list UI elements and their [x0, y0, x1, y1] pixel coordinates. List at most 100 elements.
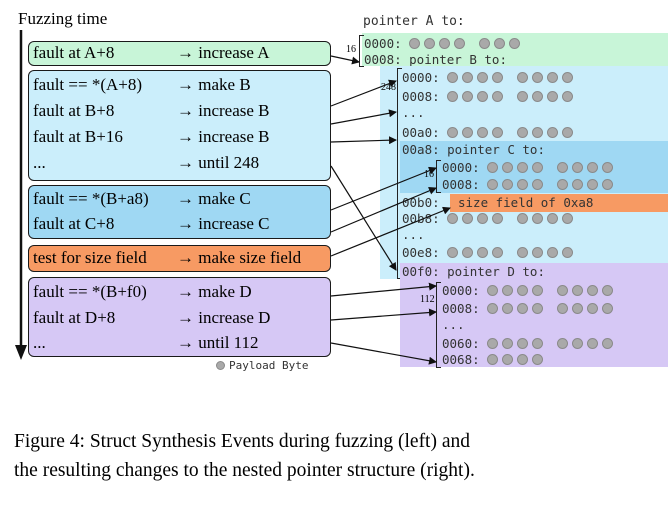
payload-byte-icon: [517, 179, 529, 190]
payload-byte-icon: [462, 72, 474, 83]
b-row-00b8: 00b8:: [402, 211, 587, 226]
arrow-increase-a: [330, 55, 360, 65]
payload-byte-icon: [532, 91, 544, 102]
payload-byte-icon: [502, 303, 514, 314]
payload-byte-icon: [517, 162, 529, 173]
payload-byte-icon: [532, 354, 544, 365]
event-action: → increase C: [177, 214, 270, 233]
payload-byte-icon: [502, 354, 514, 365]
payload-byte-icon: [517, 303, 529, 314]
payload-byte-icon: [532, 179, 544, 190]
time-axis-arrow: [15, 30, 27, 360]
struct-d-size: 112: [420, 294, 435, 305]
payload-byte-icon: [587, 303, 599, 314]
payload-bytes: [447, 125, 587, 140]
payload-byte-icon: [602, 338, 614, 349]
arrow-make-b: [330, 79, 397, 107]
event-cond: fault at D+8: [33, 308, 116, 327]
a-row-0000: 0000:: [364, 36, 534, 51]
payload-byte-icon: [492, 213, 504, 224]
size-field-label: size field of 0xa8: [458, 195, 594, 210]
payload-byte-icon: [587, 285, 599, 296]
struct-d-bracket: [436, 282, 441, 368]
event-action: → make D: [177, 282, 252, 301]
event-cond: fault == *(A+8): [33, 75, 143, 94]
event-action: → make C: [177, 189, 251, 208]
caption-line-2: the resulting changes to the nested poin…: [14, 460, 475, 481]
event-action: → until 248: [177, 153, 260, 172]
payload-byte-icon: [517, 213, 529, 224]
event-cond: fault == *(B+a8): [33, 189, 149, 208]
struct-d: [400, 263, 668, 367]
payload-byte-icon: [587, 338, 599, 349]
payload-byte-icon: [532, 285, 544, 296]
payload-byte-icon: [532, 127, 544, 138]
payload-bytes: [447, 245, 587, 260]
event-action: → make size field: [177, 248, 302, 267]
legend-label: Payload Byte: [229, 359, 309, 372]
payload-byte-icon: [572, 162, 584, 173]
event-cond: fault == *(B+f0): [33, 282, 147, 301]
payload-byte-icon: [532, 247, 544, 258]
event-cond: ...: [33, 333, 46, 352]
payload-byte-icon: [557, 285, 569, 296]
payload-byte-icon: [547, 213, 559, 224]
payload-byte-icon: [494, 38, 506, 49]
payload-byte-icon: [477, 127, 489, 138]
payload-byte-icon: [557, 162, 569, 173]
payload-byte-icon: [517, 247, 529, 258]
event-cond: test for size field: [33, 248, 147, 267]
payload-byte-icon: [547, 91, 559, 102]
payload-byte-icon: [587, 179, 599, 190]
payload-byte-icon: [572, 285, 584, 296]
payload-byte-icon: [517, 338, 529, 349]
payload-bytes: [447, 89, 587, 104]
payload-byte-icon: [602, 162, 614, 173]
payload-byte-icon: [572, 179, 584, 190]
payload-byte-icon: [532, 72, 544, 83]
b-row-00a0: 00a0:: [402, 125, 587, 140]
payload-byte-icon: [502, 338, 514, 349]
payload-byte-icon: [447, 127, 459, 138]
payload-byte-icon: [562, 127, 574, 138]
payload-byte-icon: [532, 303, 544, 314]
payload-byte-icon: [602, 179, 614, 190]
payload-byte-icon: [462, 213, 474, 224]
b-row-00a8: 00a8: pointer C to:: [402, 142, 545, 157]
payload-byte-icon: [477, 72, 489, 83]
payload-byte-icon: [557, 338, 569, 349]
d-row-0068: 0068:: [442, 352, 557, 367]
struct-a-size: 16: [346, 44, 356, 55]
payload-byte-icon: [557, 179, 569, 190]
payload-byte-icon: [532, 338, 544, 349]
payload-byte-icon: [447, 247, 459, 258]
payload-byte-icon: [502, 179, 514, 190]
caption-line-1: Figure 4: Struct Synthesis Events during…: [14, 431, 471, 452]
payload-byte-icon: [487, 162, 499, 173]
payload-byte-icon: [477, 213, 489, 224]
payload-byte-icon: [477, 91, 489, 102]
event-cond: fault at C+8: [33, 214, 115, 233]
payload-bytes: [487, 283, 627, 298]
payload-byte-icon: [487, 303, 499, 314]
payload-bytes: [409, 36, 534, 51]
c-row-0000: 0000:: [442, 160, 627, 175]
event-action: → increase B: [177, 127, 270, 146]
payload-bytes: [487, 160, 627, 175]
arrow-make-c: [330, 166, 437, 211]
payload-bytes: [447, 211, 587, 226]
payload-byte-icon: [602, 303, 614, 314]
payload-byte-icon: [477, 247, 489, 258]
payload-byte-icon: [439, 38, 451, 49]
event-action: → increase A: [177, 43, 270, 62]
event-action: → increase D: [177, 308, 271, 327]
event-box-d: fault == *(B+f0) → make D fault at D+8 →…: [28, 277, 331, 357]
payload-byte-icon: [517, 285, 529, 296]
legend: Payload Byte: [216, 356, 308, 374]
payload-byte-icon: [487, 338, 499, 349]
d-row-0060: 0060:: [442, 336, 627, 351]
event-box-c: fault == *(B+a8) → make C fault at C+8 →…: [28, 185, 331, 239]
payload-byte-icon: [509, 38, 521, 49]
fuzzing-time-label: Fuzzing time: [18, 9, 108, 28]
